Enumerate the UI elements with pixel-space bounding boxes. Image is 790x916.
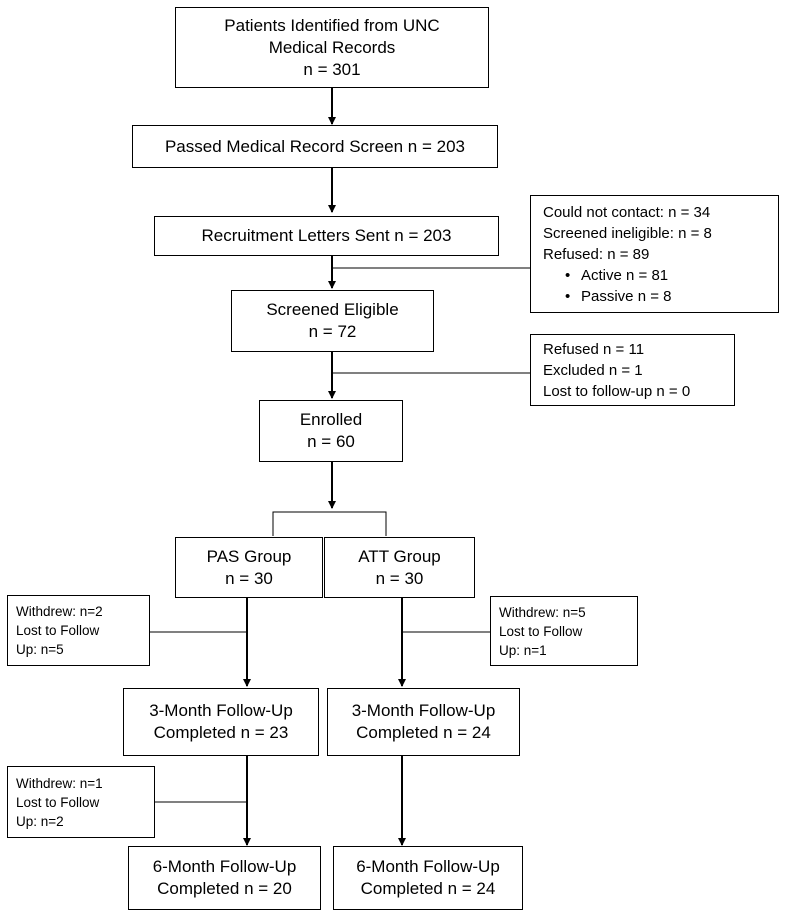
exclusion-pas3-line2: Lost to Follow xyxy=(16,623,100,638)
node-att-6month-line1: 6-Month Follow-Up xyxy=(356,857,500,876)
node-pas-6month-line2: Completed n = 20 xyxy=(157,879,292,898)
exclusion-letters-bullet-passive: Passive n = 8 xyxy=(543,286,671,307)
exclusion-pas-before-6month: Withdrew: n=1 Lost to Follow Up: n=2 xyxy=(7,766,155,838)
exclusion-after-screening: Refused n = 11 Excluded n = 1 Lost to fo… xyxy=(530,334,735,406)
node-att-group: ATT Group n = 30 xyxy=(324,537,475,598)
node-att-6month-line2: Completed n = 24 xyxy=(360,879,496,898)
node-pas-3month: 3-Month Follow-Up Completed n = 23 xyxy=(123,688,319,756)
node-enrolled-line1: Enrolled xyxy=(299,410,363,429)
node-screened-eligible-line2: n = 72 xyxy=(308,322,357,341)
exclusion-letters-line3: Refused: n = 89 xyxy=(543,245,650,263)
exclusion-letters-line1: Could not contact: n = 34 xyxy=(543,203,711,221)
exclusion-letters-bullet-active: Active n = 81 xyxy=(543,265,668,286)
node-identified-line1: Patients Identified from UNC xyxy=(224,15,440,35)
node-att-3month-line1: 3-Month Follow-Up xyxy=(351,701,496,720)
node-passed-screen-text: Passed Medical Record Screen n = 203 xyxy=(164,136,466,156)
node-pas-3month-line2: Completed n = 23 xyxy=(153,723,289,742)
exclusion-pas-before-3month: Withdrew: n=2 Lost to Follow Up: n=5 xyxy=(7,595,150,666)
node-letters-sent-text: Recruitment Letters Sent n = 203 xyxy=(201,226,452,245)
exclusion-pas3-line3: Up: n=5 xyxy=(16,642,64,657)
node-identified: Patients Identified from UNC Medical Rec… xyxy=(175,7,489,88)
node-enrolled: Enrolled n = 60 xyxy=(259,400,403,462)
node-pas-group-line1: PAS Group xyxy=(206,546,292,566)
exclusion-pas6-line3: Up: n=2 xyxy=(16,813,64,829)
exclusion-att3-line3: Up: n=1 xyxy=(499,642,547,658)
exclusion-screening-line3: Lost to follow-up n = 0 xyxy=(543,382,691,400)
exclusion-letters-line2: Screened ineligible: n = 8 xyxy=(543,224,712,242)
node-pas-3month-line1: 3-Month Follow-Up xyxy=(149,701,293,720)
exclusion-after-letters: Could not contact: n = 34 Screened ineli… xyxy=(530,195,779,313)
exclusion-att3-line1: Withdrew: n=5 xyxy=(499,604,586,620)
node-att-group-line1: ATT Group xyxy=(358,546,441,566)
node-letters-sent: Recruitment Letters Sent n = 203 xyxy=(154,216,499,256)
exclusion-att-before-3month: Withdrew: n=5 Lost to Follow Up: n=1 xyxy=(490,596,638,666)
node-pas-6month-line1: 6-Month Follow-Up xyxy=(152,857,297,876)
node-pas-6month: 6-Month Follow-Up Completed n = 20 xyxy=(128,846,321,910)
exclusion-screening-line2: Excluded n = 1 xyxy=(543,361,643,379)
exclusion-screening-line1: Refused n = 11 xyxy=(543,340,645,358)
node-enrolled-line2: n = 60 xyxy=(307,432,355,451)
node-att-group-line2: n = 30 xyxy=(375,568,424,588)
node-identified-line2: Medical Records xyxy=(268,37,396,57)
split-bracket xyxy=(272,511,387,536)
exclusion-pas6-line1: Withdrew: n=1 xyxy=(16,775,103,791)
node-pas-group-line2: n = 30 xyxy=(225,568,273,588)
node-att-6month: 6-Month Follow-Up Completed n = 24 xyxy=(333,846,523,910)
node-identified-line3: n = 301 xyxy=(303,59,361,79)
node-screened-eligible-line1: Screened Eligible xyxy=(266,300,399,319)
node-att-3month: 3-Month Follow-Up Completed n = 24 xyxy=(327,688,520,756)
node-passed-screen: Passed Medical Record Screen n = 203 xyxy=(132,125,498,168)
node-pas-group: PAS Group n = 30 xyxy=(175,537,323,598)
exclusion-pas6-line2: Lost to Follow xyxy=(16,794,100,810)
node-att-3month-line2: Completed n = 24 xyxy=(356,723,491,742)
node-screened-eligible: Screened Eligible n = 72 xyxy=(231,290,434,352)
exclusion-att3-line2: Lost to Follow xyxy=(499,623,583,639)
exclusion-pas3-line1: Withdrew: n=2 xyxy=(16,604,103,619)
